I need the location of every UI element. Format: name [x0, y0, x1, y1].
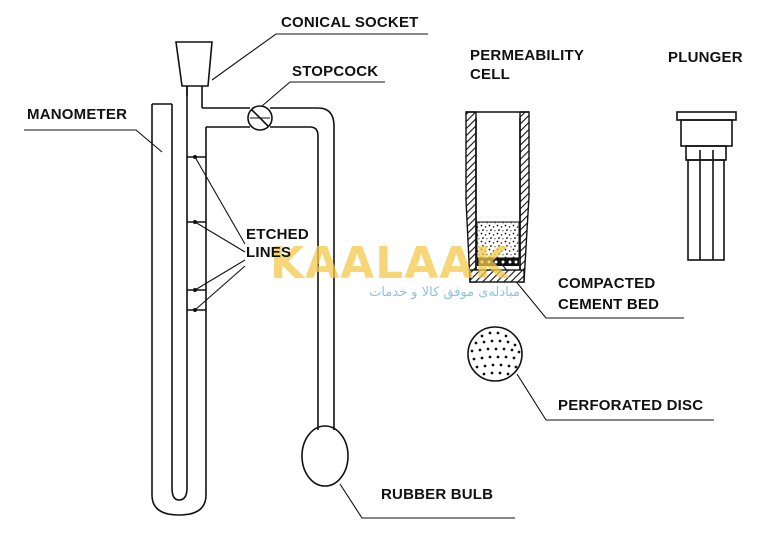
label-rubber-bulb: RUBBER BULB: [381, 486, 493, 503]
side-arm-tubing: [202, 107, 335, 430]
manometer-u-tube: [151, 86, 207, 516]
label-cement-bed: CEMENT BED: [558, 296, 659, 313]
watermark-brand: KAALAAK: [270, 238, 510, 289]
conical-socket: [175, 41, 213, 108]
label-manometer: MANOMETER: [27, 106, 127, 123]
permeability-cell: [465, 111, 530, 283]
rubber-bulb: [301, 425, 349, 487]
label-perforated-disc: PERFORATED DISC: [558, 397, 703, 414]
watermark: KAALAAK مبادله‌ی موفق کالا و خدمات: [270, 238, 520, 300]
stopcock: [247, 105, 273, 131]
label-plunger: PLUNGER: [668, 49, 743, 66]
perforated-disc: [467, 326, 523, 382]
plunger: [676, 111, 737, 261]
label-conical-socket: CONICAL SOCKET: [281, 14, 419, 31]
etched-line-marks: [187, 155, 206, 312]
watermark-tagline: مبادله‌ی موفق کالا و خدمات: [369, 285, 520, 300]
label-cell: CELL: [470, 66, 510, 83]
labels: CONICAL SOCKET STOPCOCK MANOMETER ETCHED…: [27, 14, 743, 503]
label-compacted: COMPACTED: [558, 275, 655, 292]
label-etched: ETCHED: [246, 226, 309, 243]
label-permeability: PERMEABILITY: [470, 47, 584, 64]
label-lines: LINES: [246, 244, 291, 261]
label-stopcock: STOPCOCK: [292, 63, 378, 80]
